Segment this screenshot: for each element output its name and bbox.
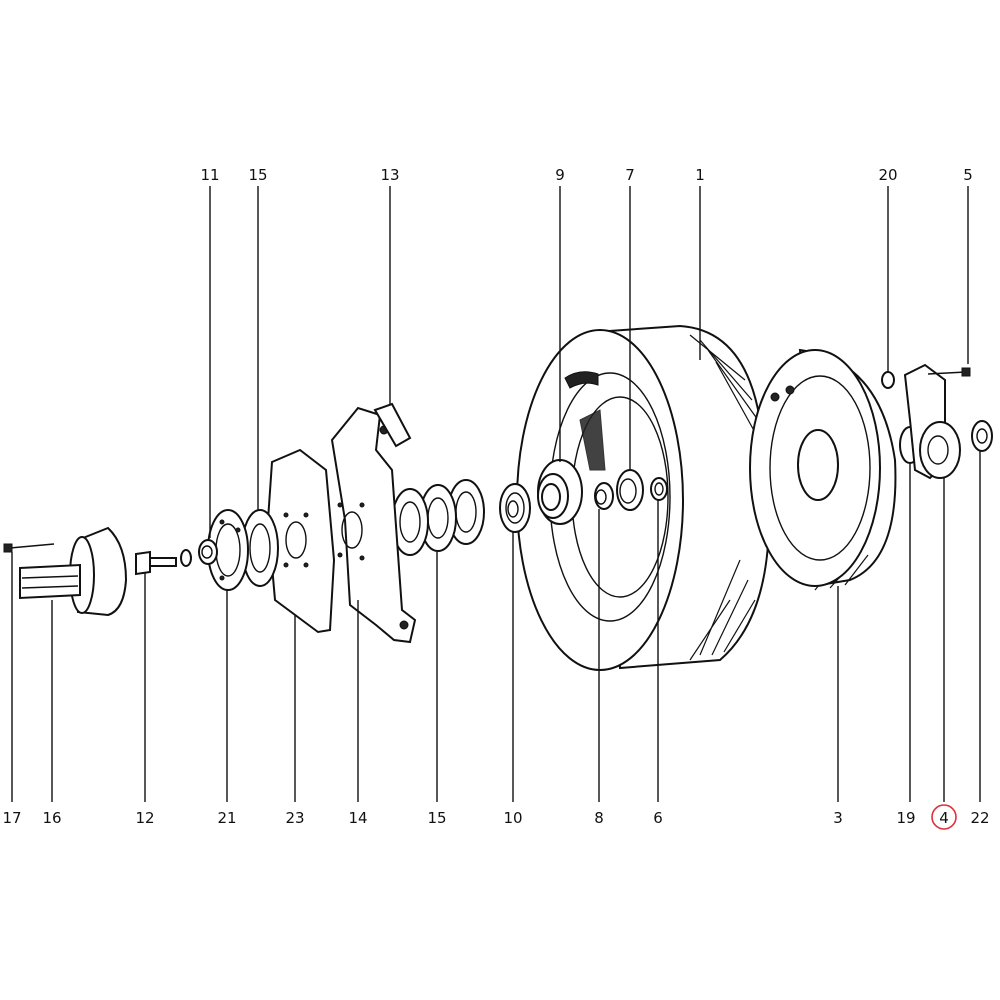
label-15-top: 15 <box>248 166 267 184</box>
part-6-ring <box>650 477 668 501</box>
part-12-bolt <box>135 549 192 576</box>
label-3: 3 <box>833 809 843 827</box>
part-13-tab <box>373 402 412 448</box>
label-20: 20 <box>878 166 897 184</box>
label-4: 4 <box>939 809 949 827</box>
highlight-circle <box>931 804 957 830</box>
label-17: 17 <box>2 809 21 827</box>
label-5: 5 <box>963 166 973 184</box>
label-19: 19 <box>896 809 915 827</box>
label-9: 9 <box>555 166 565 184</box>
part-11-nut <box>198 539 218 565</box>
label-11: 11 <box>200 166 219 184</box>
label-1: 1 <box>695 166 705 184</box>
part-9-hub <box>537 459 583 525</box>
label-21: 21 <box>217 809 236 827</box>
part-17-long-bolt <box>3 543 55 553</box>
part-10-bearing <box>499 483 531 533</box>
part-8-sleeve <box>594 482 614 510</box>
label-8: 8 <box>594 809 604 827</box>
part-15-washer-group <box>391 479 485 556</box>
part-5-screw <box>927 367 971 377</box>
top-labels: 11 15 13 9 7 1 20 5 <box>200 166 972 184</box>
label-23: 23 <box>285 809 304 827</box>
part-22-washer <box>971 420 993 452</box>
label-12: 12 <box>135 809 154 827</box>
label-16: 16 <box>42 809 61 827</box>
label-10: 10 <box>503 809 522 827</box>
leader-lines <box>11 186 981 802</box>
part-3-back-drum <box>749 348 897 591</box>
part-20-sleeve <box>881 371 895 389</box>
part-16-coupling <box>19 526 128 617</box>
label-22: 22 <box>970 809 989 827</box>
part-4-bearing-housing <box>903 363 961 480</box>
label-13: 13 <box>380 166 399 184</box>
label-7: 7 <box>625 166 635 184</box>
part-7-bearing <box>616 469 644 511</box>
label-15-bottom: 15 <box>427 809 446 827</box>
label-14: 14 <box>348 809 367 827</box>
bottom-labels: 17 16 12 21 23 14 15 10 8 6 3 19 4 22 <box>2 804 990 830</box>
label-6: 6 <box>653 809 663 827</box>
